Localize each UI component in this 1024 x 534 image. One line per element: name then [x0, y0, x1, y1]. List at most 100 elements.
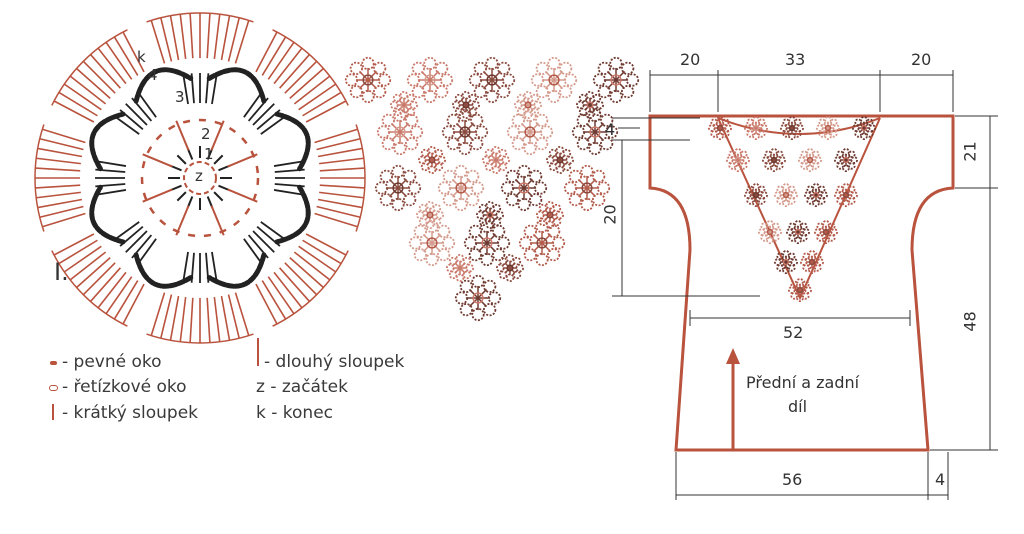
outer-stitch: [37, 198, 83, 209]
motif-petal: [782, 266, 790, 275]
chain-arc: [206, 252, 267, 289]
outer-stitch: [89, 54, 121, 89]
motif-petal: [806, 197, 814, 205]
mark-row3: 3: [175, 88, 185, 106]
motif-petal: [495, 210, 505, 220]
motif-petal: [848, 197, 856, 205]
outer-stitch: [189, 13, 194, 59]
motif-petal: [420, 148, 430, 158]
motif-petal: [462, 270, 472, 280]
motif-petal: [393, 141, 407, 156]
outer-stitch: [284, 60, 318, 94]
motif-petal: [427, 145, 437, 155]
long-stitch: [175, 120, 190, 151]
piece-label: Přední a zadní: [746, 373, 860, 392]
outer-stitch: [69, 75, 107, 105]
motif: [535, 200, 565, 230]
chain-arc: [274, 184, 311, 245]
outer-stitch: [97, 271, 127, 309]
motif-petal: [778, 156, 787, 164]
long-stitch: [175, 205, 190, 236]
motif-petal: [822, 219, 830, 228]
motif: [799, 249, 825, 275]
stitch: [205, 252, 210, 283]
motif-petal: [568, 169, 582, 183]
motif: [518, 219, 566, 267]
outer-stitch: [284, 262, 318, 296]
long-stitch: [210, 205, 225, 236]
motif-petal: [842, 199, 850, 208]
motif-spoke: [358, 79, 369, 90]
motif-spoke: [514, 187, 525, 198]
motif-petal: [523, 110, 533, 120]
motif: [406, 56, 454, 104]
outer-stitch: [213, 297, 221, 342]
motif-petal: [788, 115, 796, 124]
dim-top-mid: 33: [785, 50, 806, 69]
dim-width-bottom: 56: [782, 470, 803, 489]
motif-center: [822, 228, 830, 236]
motif-petal: [535, 137, 549, 151]
motif-petal: [803, 191, 812, 199]
motif-center: [486, 74, 498, 86]
motif-petal: [442, 169, 456, 183]
motif-petal: [850, 156, 859, 164]
motif-petal: [492, 217, 502, 227]
motif-spoke: [615, 70, 626, 81]
motif-center: [362, 74, 374, 86]
motif: [530, 56, 578, 104]
motif-petal: [545, 155, 555, 165]
motif-petal: [498, 148, 508, 158]
stitch: [273, 160, 304, 167]
outer-stitch: [97, 47, 127, 85]
motif-petal: [832, 124, 841, 132]
motif-petal: [459, 303, 473, 317]
motif-petal: [790, 280, 798, 288]
long-stitch: [142, 188, 173, 203]
motif-spoke: [523, 178, 534, 189]
outer-stitch: [319, 167, 365, 172]
motif-center: [586, 101, 594, 109]
motif-petal: [866, 130, 874, 138]
motif-petal: [802, 280, 810, 288]
motif-petal: [796, 294, 804, 303]
outer-stitch: [150, 20, 166, 64]
outer-edge: [34, 124, 45, 232]
motif-petal: [377, 73, 392, 87]
motif-petal: [516, 107, 526, 117]
mark-row4: 4: [148, 66, 158, 84]
motif-petal: [530, 73, 545, 87]
motif-petal: [392, 107, 402, 117]
outer-stitch: [150, 292, 166, 336]
outer-stitch: [316, 138, 361, 151]
motif-petal: [760, 191, 769, 199]
motif-petal: [752, 132, 760, 141]
motif-spoke: [460, 178, 471, 189]
motif-petal: [505, 169, 519, 183]
garment-outline: [648, 114, 955, 452]
motif-petal: [501, 155, 511, 165]
motif-petal: [463, 236, 478, 250]
motif-petal: [434, 148, 444, 158]
stitch: [137, 92, 157, 118]
motif-petal: [491, 165, 501, 175]
motif-petal: [435, 61, 449, 75]
motif-center: [486, 211, 494, 219]
motif-petal: [559, 85, 573, 99]
motif-petal: [740, 162, 748, 170]
motif-center: [782, 191, 790, 199]
motif-petal: [758, 197, 766, 205]
motif-petal: [555, 145, 565, 155]
motif-petal: [407, 181, 422, 195]
motif-petal: [470, 137, 484, 151]
legend-item: - řetízkové oko: [62, 377, 187, 397]
motif-spoke: [455, 131, 466, 142]
stitch: [256, 225, 281, 247]
motif-center: [426, 237, 438, 249]
outer-stitch: [179, 297, 187, 342]
dim-top-right: 20: [911, 50, 932, 69]
motif-petal: [842, 164, 850, 173]
motif-petal: [439, 73, 454, 87]
outer-stitch: [261, 280, 287, 320]
outer-stitch: [319, 191, 364, 199]
